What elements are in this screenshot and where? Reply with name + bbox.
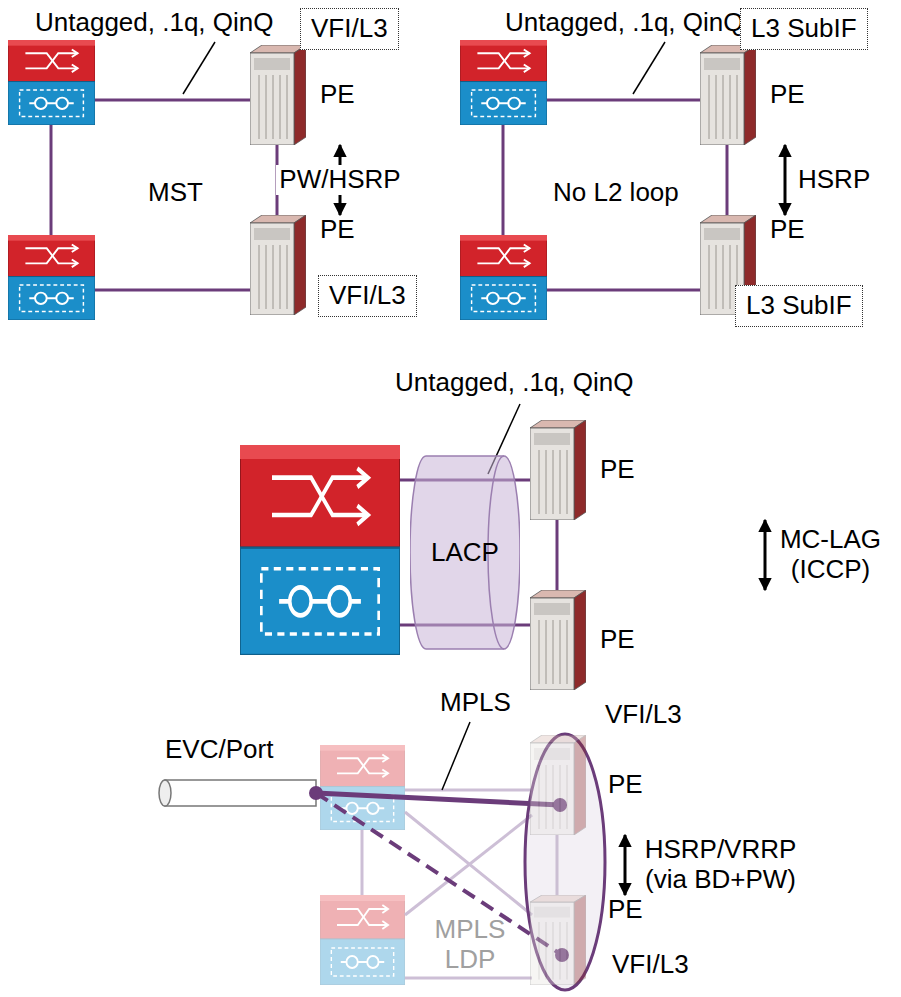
encapsulation-note: Untagged, .1q, QinQ — [395, 368, 633, 398]
link-line — [95, 99, 252, 102]
redundancy-arrow — [764, 520, 767, 590]
leader-line — [633, 42, 665, 94]
pe-router: PE — [530, 735, 643, 835]
callout-text: VFI/L3 — [311, 14, 388, 44]
switch-icon — [320, 895, 405, 985]
link-line — [547, 99, 702, 102]
link-line — [405, 815, 532, 915]
link-line — [405, 977, 532, 980]
router-icon — [530, 420, 586, 520]
router-icon-shape — [530, 735, 586, 835]
switch-icon — [460, 40, 547, 125]
transport-label: MPLS — [440, 688, 511, 718]
callout-box: VFI/L3 — [318, 275, 417, 317]
encapsulation-note: Untagged, .1q, QinQ — [505, 8, 743, 38]
protocol-label: MPLS LDP — [425, 915, 515, 975]
router-label: PE — [600, 455, 635, 485]
leader-line — [442, 722, 470, 790]
evc-pipe — [159, 780, 316, 806]
router-link — [556, 835, 559, 895]
link-line — [50, 125, 53, 235]
pe-router: PE — [250, 45, 355, 145]
callout-box: VFI/L3 — [300, 8, 399, 50]
leader-line — [183, 42, 215, 94]
router-label: PE — [600, 625, 635, 655]
leader-lines — [183, 42, 665, 790]
link-line — [547, 289, 702, 292]
router-label: PE — [320, 80, 355, 110]
pipe-end — [159, 780, 171, 806]
topology-note: No L2 loop — [553, 178, 679, 208]
service-label: EVC/Port — [165, 735, 273, 765]
function-label: VFI/L3 — [605, 700, 682, 730]
pe-router: PE — [530, 590, 635, 690]
link-line — [502, 125, 505, 235]
pipe-body — [165, 780, 316, 806]
edge-label: MC-LAG (ICCP) — [775, 525, 886, 585]
callout-text: L3 SubIF — [746, 291, 852, 321]
link-line — [405, 812, 532, 915]
router-label: PE — [320, 215, 355, 245]
router-icon — [250, 215, 306, 315]
switch-icon — [8, 40, 95, 125]
router-label: PE — [770, 80, 805, 110]
callout-text: VFI/L3 — [329, 281, 406, 311]
callout-text: L3 SubIF — [751, 14, 857, 44]
pe-router: PE — [530, 420, 635, 520]
cylinder-body — [410, 456, 520, 649]
link-line — [405, 789, 532, 792]
router-icon-shape — [530, 895, 586, 985]
encapsulation-note: Untagged, .1q, QinQ — [35, 8, 273, 38]
router-icon-shape — [250, 45, 306, 145]
router-icon — [250, 45, 306, 145]
router-label: PE — [608, 770, 643, 800]
lacp-bundle: LACP — [410, 455, 520, 650]
protocol-label: MST — [148, 178, 203, 208]
router-icon-shape — [250, 215, 306, 315]
router-icon — [700, 45, 756, 145]
router-icon — [530, 735, 586, 835]
pe-router: PE — [700, 45, 805, 145]
callout-box: L3 SubIF — [740, 8, 868, 50]
edge-label: PW/HSRP — [276, 165, 403, 195]
switch-icon — [460, 235, 547, 320]
switch-icon — [320, 745, 405, 830]
router-icon — [530, 590, 586, 690]
router-icon-shape — [700, 45, 756, 145]
router-icon — [530, 895, 586, 985]
function-label: VFI/L3 — [612, 950, 689, 980]
link-line — [95, 289, 252, 292]
bundle-label: LACP — [431, 538, 499, 568]
router-icon-shape — [530, 590, 586, 690]
redundancy-arrow — [784, 145, 787, 215]
link-line — [361, 830, 364, 895]
redundancy-group-ellipse — [525, 734, 605, 990]
router-link — [556, 520, 559, 590]
switch-icon — [8, 235, 95, 320]
access-links — [51, 100, 702, 625]
switch-icons — [8, 40, 547, 985]
router-label: PE — [608, 895, 643, 925]
edge-label: HSRP/VRRP (via BD+PW) — [635, 835, 806, 895]
edge-label: HSRP — [795, 165, 873, 195]
router-link — [726, 145, 729, 215]
router-label: PE — [770, 215, 805, 245]
switch-icon — [240, 445, 400, 655]
faded-links — [362, 790, 532, 978]
redundancy-arrow — [624, 835, 627, 895]
active-pw — [316, 793, 560, 805]
pw-endpoint — [309, 786, 323, 800]
router-icon-shape — [530, 420, 586, 520]
callout-box: L3 SubIF — [735, 285, 863, 327]
